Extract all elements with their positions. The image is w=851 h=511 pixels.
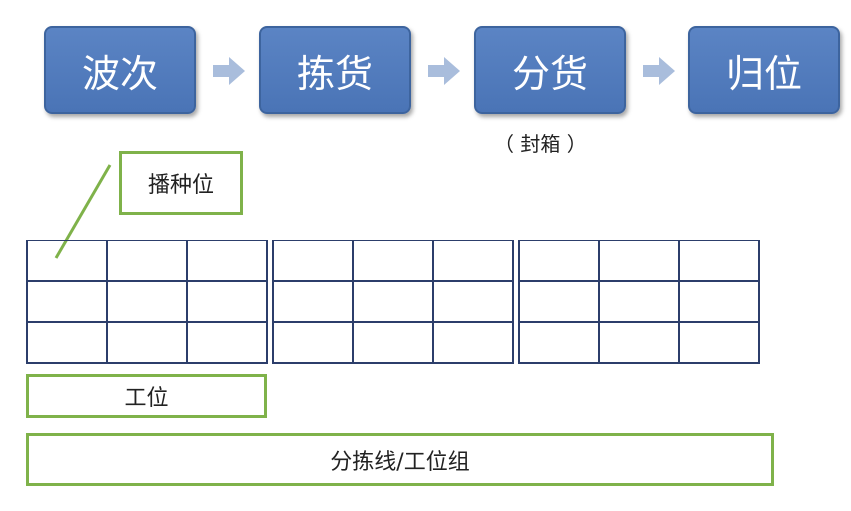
station-label: 工位 bbox=[124, 386, 169, 411]
grid-block-2 bbox=[272, 240, 514, 364]
seal-box-note: （ 封箱 ） bbox=[494, 132, 587, 156]
flow-step-wave: 波次 bbox=[44, 26, 196, 114]
arrow-right-icon bbox=[428, 57, 460, 85]
grid-block-1 bbox=[26, 240, 268, 364]
flow-step-return-label: 归位 bbox=[725, 51, 802, 96]
slot-label: 播种位 bbox=[147, 173, 214, 198]
flow-step-wave-label: 波次 bbox=[81, 51, 158, 96]
arrow-right-icon bbox=[643, 57, 675, 85]
grid-block-3 bbox=[518, 240, 760, 364]
flow-step-return: 归位 bbox=[688, 26, 840, 114]
slot-label-box: 播种位 bbox=[119, 151, 243, 215]
station-box: 工位 bbox=[26, 374, 267, 418]
flow-step-sort: 分货 bbox=[474, 26, 626, 114]
flow-step-sort-label: 分货 bbox=[511, 51, 588, 96]
flow-step-pick: 拣货 bbox=[259, 26, 411, 114]
flow-step-pick-label: 拣货 bbox=[296, 51, 373, 96]
sorting-line-box: 分拣线/工位组 bbox=[26, 433, 774, 486]
slot-grid bbox=[26, 240, 760, 364]
arrow-right-icon bbox=[213, 57, 245, 85]
sorting-line-label: 分拣线/工位组 bbox=[330, 449, 470, 475]
